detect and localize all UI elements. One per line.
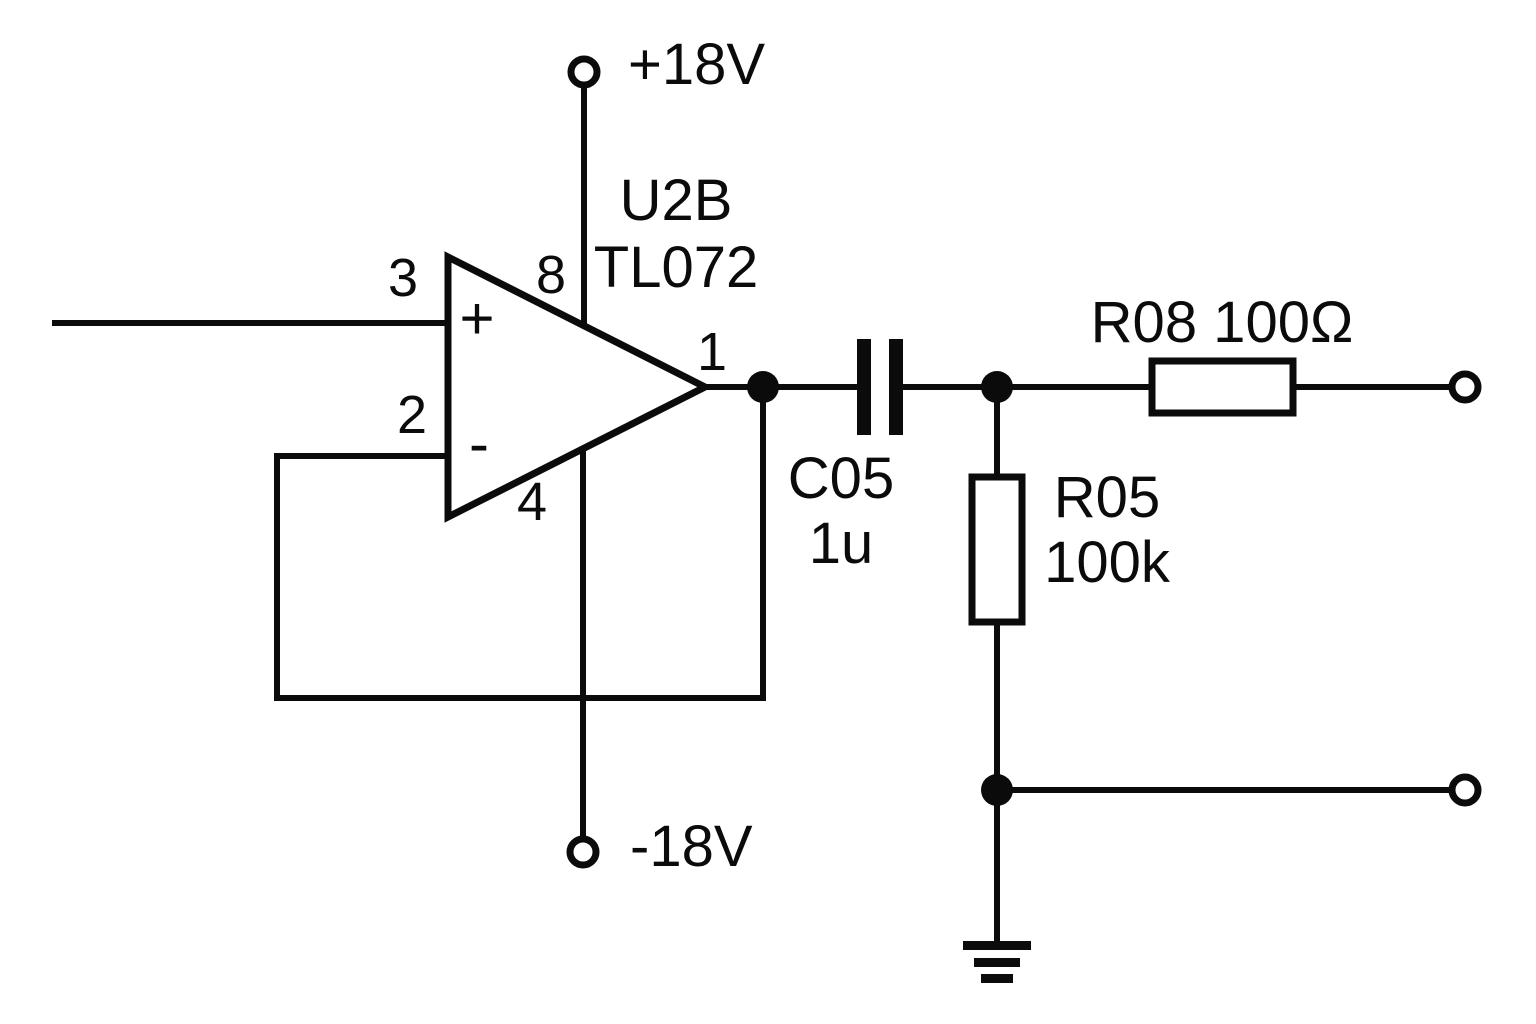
pin-1-label: 1: [697, 322, 727, 382]
minus-input-icon: -: [469, 410, 489, 477]
pin-3-label: 3: [388, 248, 418, 308]
resistor-r08-label: R08 100Ω: [1091, 290, 1354, 355]
resistor-r08-body: [1148, 357, 1297, 417]
ground-terminal-circle: [1448, 773, 1482, 807]
capacitor-plate-right: [889, 339, 903, 435]
capacitor-plate-left: [857, 339, 871, 435]
junction-dot-ground: [981, 774, 1013, 806]
ground-icon-bar-1: [963, 941, 1031, 950]
capacitor-value-label: 1u: [809, 511, 874, 576]
opamp-triangle: [444, 251, 713, 523]
opamp-part-number-label: TL072: [594, 235, 758, 300]
pin-8-label: 8: [536, 245, 566, 305]
capacitor-designator-label: C05: [788, 446, 894, 511]
resistor-r05-designator-label: R05: [1054, 465, 1160, 530]
output-terminal-circle: [1448, 370, 1482, 404]
feedback-wire: [274, 387, 766, 701]
pin-4-label: 4: [517, 472, 547, 532]
plus-input-icon: +: [459, 285, 494, 352]
vplus-terminal-circle: [567, 55, 601, 89]
vminus-label: -18V: [630, 814, 753, 879]
opamp-designator-label: U2B: [620, 168, 733, 233]
junction-dot-output: [747, 371, 779, 403]
ground-icon-bar-3: [981, 974, 1013, 983]
resistor-r05-body: [968, 473, 1026, 626]
junction-dot-filter: [981, 371, 1013, 403]
pin-2-label: 2: [397, 385, 427, 445]
vplus-label: +18V: [628, 32, 765, 97]
vminus-terminal-circle: [566, 835, 600, 869]
resistor-r05-value-label: 100k: [1044, 530, 1171, 595]
ground-icon-bar-2: [974, 958, 1020, 967]
